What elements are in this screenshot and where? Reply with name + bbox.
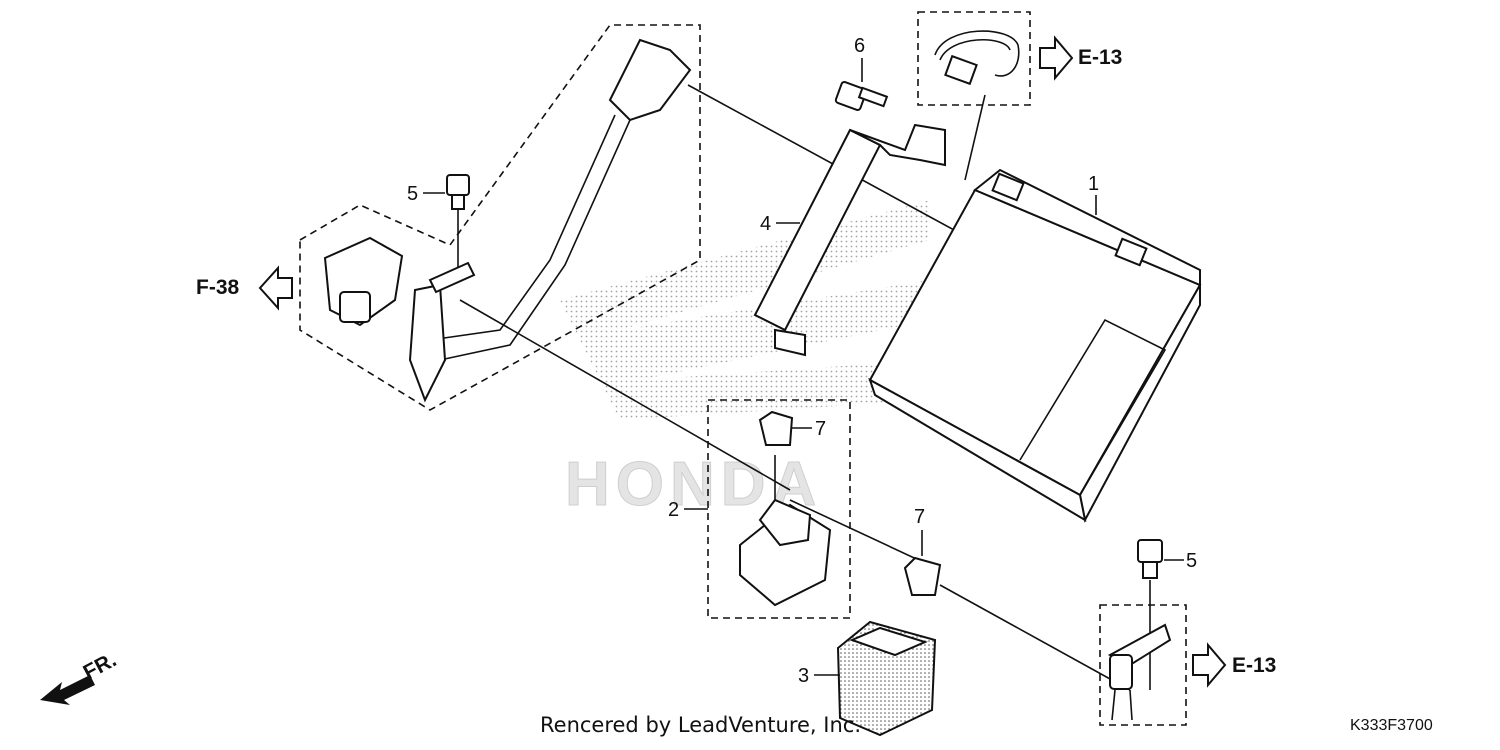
pos-terminal-inset <box>1099 604 1187 726</box>
battery-band <box>753 123 946 357</box>
bolt-upper <box>446 174 470 210</box>
diagram-code: K333F3700 <box>1350 717 1433 734</box>
starter-relay <box>739 498 832 607</box>
front-arrow-icon: FR. <box>40 648 120 705</box>
bolt-lower <box>1137 539 1163 579</box>
fuse-upper <box>758 410 794 446</box>
callout-relay-cover: 3 <box>798 665 809 687</box>
bolt-band <box>834 81 889 111</box>
pos-terminal <box>1107 623 1172 721</box>
ref-label-e13-bottom: E-13 <box>1232 654 1276 677</box>
callout-fuse-upper: 7 <box>815 418 826 440</box>
battery <box>868 168 1202 523</box>
ref-label-f38: F-38 <box>196 276 240 299</box>
neg-cable-inset <box>917 11 1031 106</box>
ref-arrow-e13-bottom <box>1192 642 1227 688</box>
fuse-lower <box>903 556 942 596</box>
ref-arrow-e13-top <box>1039 35 1074 81</box>
callout-battery-band: 4 <box>760 213 771 235</box>
callout-bolt-upper: 5 <box>407 183 418 205</box>
cable-assembly-group <box>299 24 701 411</box>
callout-fuse-lower: 7 <box>914 506 925 528</box>
ref-arrow-f38 <box>258 265 293 311</box>
callout-starter-relay: 2 <box>668 499 679 521</box>
neg-cable <box>934 30 1020 86</box>
terminal-cover <box>323 236 404 327</box>
positive-cable <box>408 38 692 403</box>
callout-bolt-lower: 5 <box>1186 550 1197 572</box>
callout-bolt-band: 6 <box>854 35 865 57</box>
ref-label-e13-top: E-13 <box>1078 46 1122 69</box>
honda-watermark: HONDA <box>560 200 930 520</box>
relay-cover <box>836 620 937 737</box>
callout-battery: 1 <box>1088 173 1099 195</box>
credit-text: Rencered by LeadVenture, Inc. <box>540 713 861 737</box>
